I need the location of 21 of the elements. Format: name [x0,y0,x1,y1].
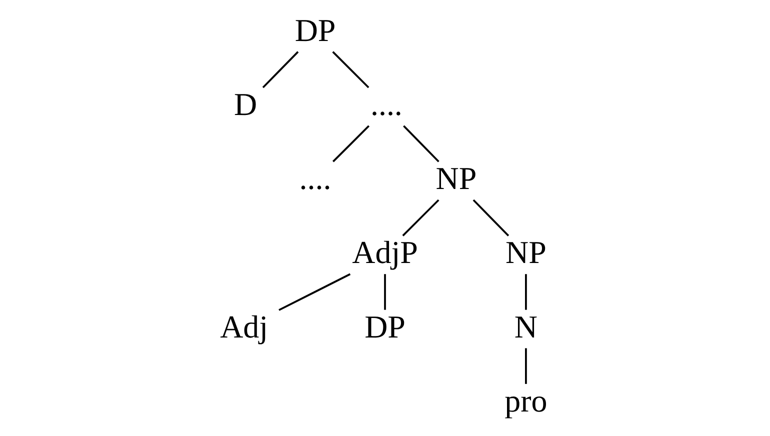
node-text: .... [370,86,402,122]
connector [278,273,351,311]
node-text: AdjP [352,235,418,270]
node-text: DP [294,12,336,48]
node-text: Adj [220,309,268,344]
node-text: N [514,309,538,344]
connector [472,199,510,236]
connector [402,199,440,236]
connector [262,51,299,88]
connector [332,51,370,88]
node-text: pro [504,383,548,418]
node-text: DP [364,309,406,344]
connector [525,274,527,310]
node-text: D [234,86,258,122]
node-text: NP [506,235,546,270]
connector [384,274,386,310]
node-text: NP [436,161,477,196]
connector [525,348,527,384]
connector [332,125,370,162]
node-text: .... [299,161,332,196]
connector [403,125,440,162]
